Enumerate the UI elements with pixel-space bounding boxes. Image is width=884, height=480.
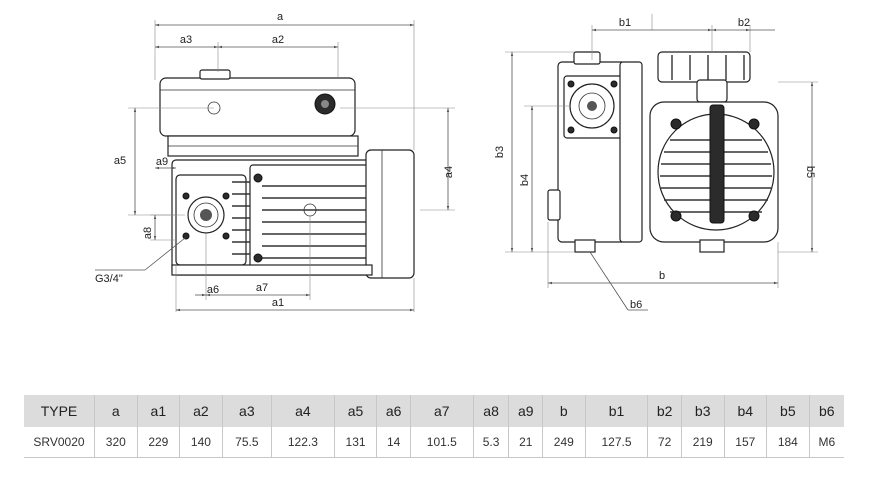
label-b1: b1 — [619, 17, 631, 29]
header-a6: a6 — [376, 395, 411, 427]
cell-a9: 21 — [508, 427, 543, 458]
pump-fins-front — [232, 181, 250, 255]
label-a9: a9 — [156, 156, 168, 168]
cell-b: 249 — [542, 427, 586, 458]
cell-type: SRV0020 — [24, 427, 95, 458]
motor-fins — [262, 185, 370, 259]
cell-a3: 75.5 — [221, 427, 272, 458]
cell-a4: 122.3 — [270, 427, 335, 458]
cell-b6: M6 — [808, 427, 844, 458]
cell-b4: 157 — [723, 427, 767, 458]
label-a7: a7 — [256, 282, 268, 294]
header-a: a — [94, 395, 138, 427]
handle-fins — [671, 55, 745, 80]
label-a1: a1 — [272, 297, 284, 309]
label-a3: a3 — [180, 34, 192, 46]
cell-a2: 140 — [179, 427, 223, 458]
label-b3: b3 — [494, 146, 506, 158]
label-b5: b5 — [804, 166, 816, 178]
header-b3: b3 — [680, 395, 724, 427]
cell-a8: 5.3 — [472, 427, 509, 458]
header-b6: b6 — [808, 395, 844, 427]
cell-b3: 219 — [680, 427, 724, 458]
table-row: SRV0020 320 229 140 75.5 122.3 131 14 10… — [24, 427, 844, 458]
label-a5: a5 — [114, 155, 126, 167]
cell-b2: 72 — [647, 427, 682, 458]
cell-b5: 184 — [766, 427, 810, 458]
label-b6: b6 — [630, 299, 642, 311]
side-dimensions: b1 b2 b3 b4 b5 b b6 — [494, 14, 818, 311]
spec-table: TYPE a a1 a2 a3 a4 a5 a6 a7 a8 a9 b b1 b… — [24, 395, 844, 458]
header-a9: a9 — [508, 395, 543, 427]
side-view — [547, 51, 779, 253]
spec-header-row: TYPE a a1 a2 a3 a4 a5 a6 a7 a8 a9 b b1 b… — [24, 395, 844, 427]
header-a5: a5 — [333, 395, 377, 427]
header-b1: b1 — [584, 395, 648, 427]
header-b4: b4 — [723, 395, 767, 427]
front-view — [159, 69, 415, 279]
cell-b1: 127.5 — [584, 427, 648, 458]
label-a2: a2 — [272, 34, 284, 46]
label-a8: a8 — [142, 227, 154, 239]
cell-a7: 101.5 — [409, 427, 474, 458]
header-b: b — [542, 395, 586, 427]
cell-a5: 131 — [333, 427, 377, 458]
cell-a6: 14 — [376, 427, 411, 458]
label-b: b — [659, 270, 665, 282]
label-a6: a6 — [207, 284, 219, 296]
label-a4: a4 — [443, 166, 455, 178]
header-a8: a8 — [472, 395, 509, 427]
header-a1: a1 — [136, 395, 180, 427]
header-a7: a7 — [409, 395, 474, 427]
label-b4: b4 — [519, 174, 531, 186]
header-a3: a3 — [221, 395, 272, 427]
cell-a: 320 — [94, 427, 138, 458]
header-b2: b2 — [647, 395, 682, 427]
label-b2: b2 — [738, 17, 750, 29]
header-a4: a4 — [270, 395, 335, 427]
cell-a1: 229 — [136, 427, 180, 458]
label-port: G3/4" — [95, 273, 123, 285]
header-type: TYPE — [24, 395, 95, 427]
technical-drawing: a a3 a2 a5 a9 a8 a4 G3/4" a6 — [95, 11, 818, 312]
label-a: a — [277, 11, 284, 23]
front-dimensions: a a3 a2 a5 a9 a8 a4 G3/4" a6 — [95, 11, 455, 312]
header-a2: a2 — [179, 395, 223, 427]
header-b5: b5 — [766, 395, 810, 427]
